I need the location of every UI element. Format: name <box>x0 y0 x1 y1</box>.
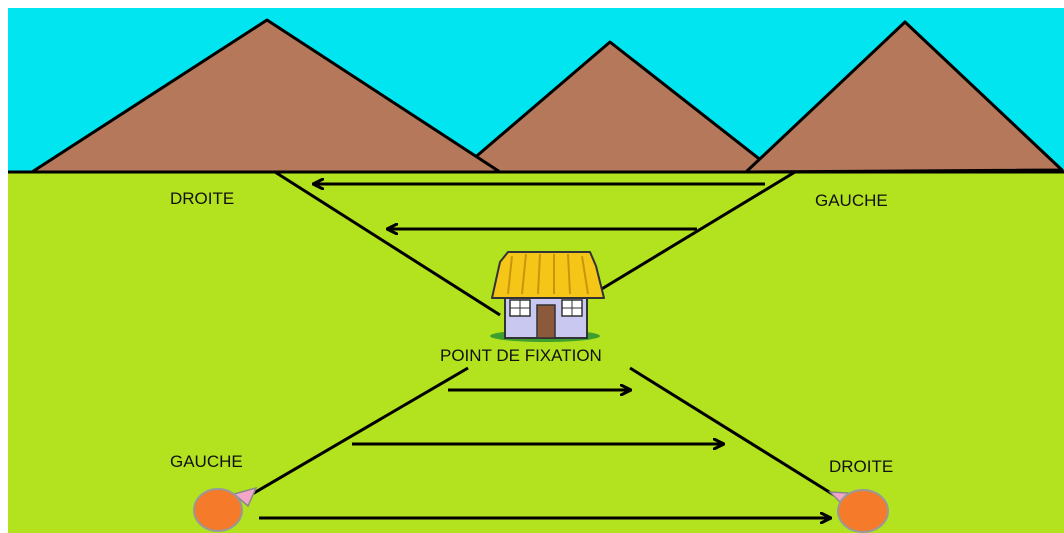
label-fixation-point: POINT DE FIXATION <box>440 346 602 366</box>
label-droite-bottom: DROITE <box>829 457 893 477</box>
label-gauche-bottom: GAUCHE <box>170 452 243 472</box>
house-icon <box>490 252 604 342</box>
label-gauche-top: GAUCHE <box>815 191 888 211</box>
label-droite-top: DROITE <box>170 189 234 209</box>
